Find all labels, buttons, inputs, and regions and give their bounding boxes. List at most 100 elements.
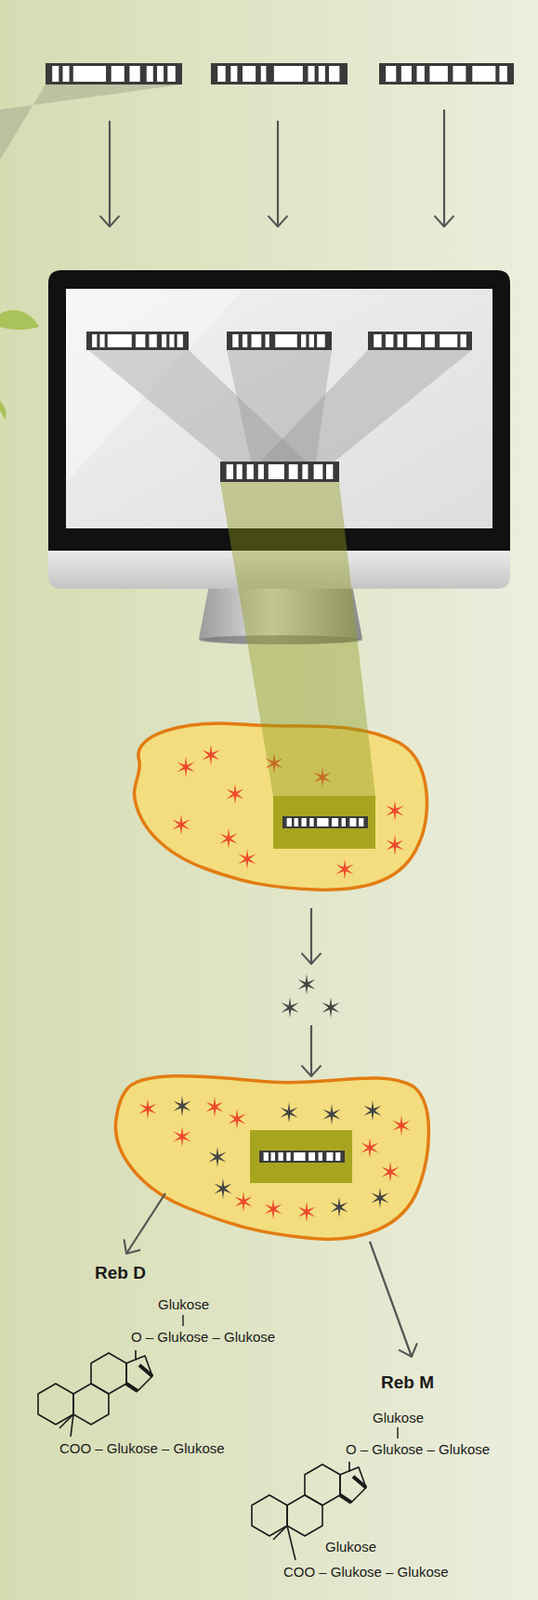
barcode-stripe [169, 334, 174, 348]
barcode-frame [226, 331, 332, 351]
sugar-chain: O – Glukose – Glukose [131, 1329, 276, 1346]
leaf [0, 401, 7, 420]
barcode-stripe [326, 1153, 333, 1162]
barcode-stripe [135, 334, 145, 348]
barcode-stripe [286, 1153, 290, 1162]
barcode-frame [86, 331, 189, 351]
barcode-stripe [308, 1153, 315, 1162]
arrow [310, 908, 313, 965]
barcode-stripe [439, 334, 458, 348]
barcode-stripe [318, 1153, 323, 1162]
barcode-stripe [261, 65, 267, 82]
barcode-stripe [52, 65, 59, 82]
barcode-stripe [157, 65, 164, 82]
yeast-cell [115, 1076, 429, 1241]
barcode-stripe [429, 65, 447, 82]
barcode-stripe [328, 65, 340, 82]
barcode-stripe [316, 818, 329, 827]
barcode-stripe [167, 65, 175, 82]
sugar-chain: COO – Glukose – Glukose [283, 1564, 449, 1581]
barcode-stripe [111, 65, 125, 82]
barcode-stripe [452, 65, 466, 82]
barcode-stripe [236, 464, 243, 480]
red-stars [139, 1097, 411, 1223]
barcode [226, 331, 332, 351]
sugar-label: Glukose [372, 1410, 424, 1427]
barcode-stripe [314, 464, 324, 480]
sugar-label: Glukose [157, 1297, 210, 1313]
barcode-stripe [498, 65, 507, 82]
barcode [259, 1151, 345, 1164]
barcode-stripe [230, 65, 237, 82]
projection [260, 350, 473, 462]
barcode-stripe [397, 334, 404, 348]
gene-box [273, 796, 376, 850]
dark-stars [173, 1096, 390, 1219]
barcode [86, 331, 189, 351]
barcode-stripe [258, 464, 264, 480]
barcode-stripe [318, 65, 326, 82]
barcode-stripe [417, 65, 425, 82]
arrow [108, 120, 111, 227]
barcode-frame [367, 331, 473, 351]
barcode-stripe [373, 334, 381, 348]
barcode-stripe [73, 65, 106, 82]
barcode-stripe [271, 1153, 276, 1162]
barcode-stripe [251, 334, 263, 348]
dark-stars [281, 974, 341, 1019]
leaf [0, 310, 40, 330]
barcode-stripe [459, 334, 466, 348]
barcode [210, 63, 348, 85]
barcode-stripe [263, 1153, 269, 1162]
barcode-stripe [107, 334, 132, 348]
barcode-stripe [177, 334, 184, 348]
barcode-stripe [309, 818, 314, 827]
barcode-stripe [91, 334, 97, 348]
barcode-stripe [341, 818, 346, 827]
barcode-stripe [358, 818, 364, 827]
barcode-stripe [301, 818, 306, 827]
barcode-stripe [268, 464, 285, 480]
barcode-stripe [242, 65, 256, 82]
barcode-stripe [406, 334, 421, 348]
transfer-beam [220, 482, 376, 797]
arrow [276, 120, 279, 227]
product-name: Reb M [380, 1373, 434, 1394]
barcode-stripe [385, 334, 394, 348]
barcode-stripe [63, 65, 70, 82]
arrow [126, 1194, 166, 1255]
arrows-top [109, 109, 445, 227]
barcode-stripe [217, 65, 225, 82]
sugar-chain: COO – Glukose – Glukose [59, 1441, 225, 1457]
barcode [282, 816, 368, 829]
barcode-stripe [99, 334, 105, 348]
arrow [310, 1025, 313, 1077]
gene-barcodes [45, 63, 514, 1164]
barcode-stripe [129, 65, 140, 82]
barcode-frame [379, 63, 514, 85]
barcode-frame [220, 461, 340, 483]
barcode-stripe [288, 464, 299, 480]
barcode-stripe [232, 334, 238, 348]
barcode-frame [259, 1151, 345, 1164]
barcode-stripe [316, 334, 326, 348]
barcode-stripe [161, 334, 167, 348]
arrow [369, 1242, 412, 1358]
barcode-stripe [146, 65, 154, 82]
barcode-stripe [401, 65, 412, 82]
barcode-stripe [335, 1153, 341, 1162]
barcode [45, 63, 183, 85]
barcode-stripe [247, 464, 254, 480]
barcode-stripe [308, 65, 315, 82]
barcode-stripe [349, 818, 356, 827]
barcode [367, 331, 473, 351]
barcode [379, 63, 514, 85]
barcode-stripe [293, 1153, 305, 1162]
barcode-stripe [275, 334, 298, 348]
barcode-stripe [148, 334, 157, 348]
barcode-stripe [301, 334, 306, 348]
barcode-stripe [472, 65, 496, 82]
